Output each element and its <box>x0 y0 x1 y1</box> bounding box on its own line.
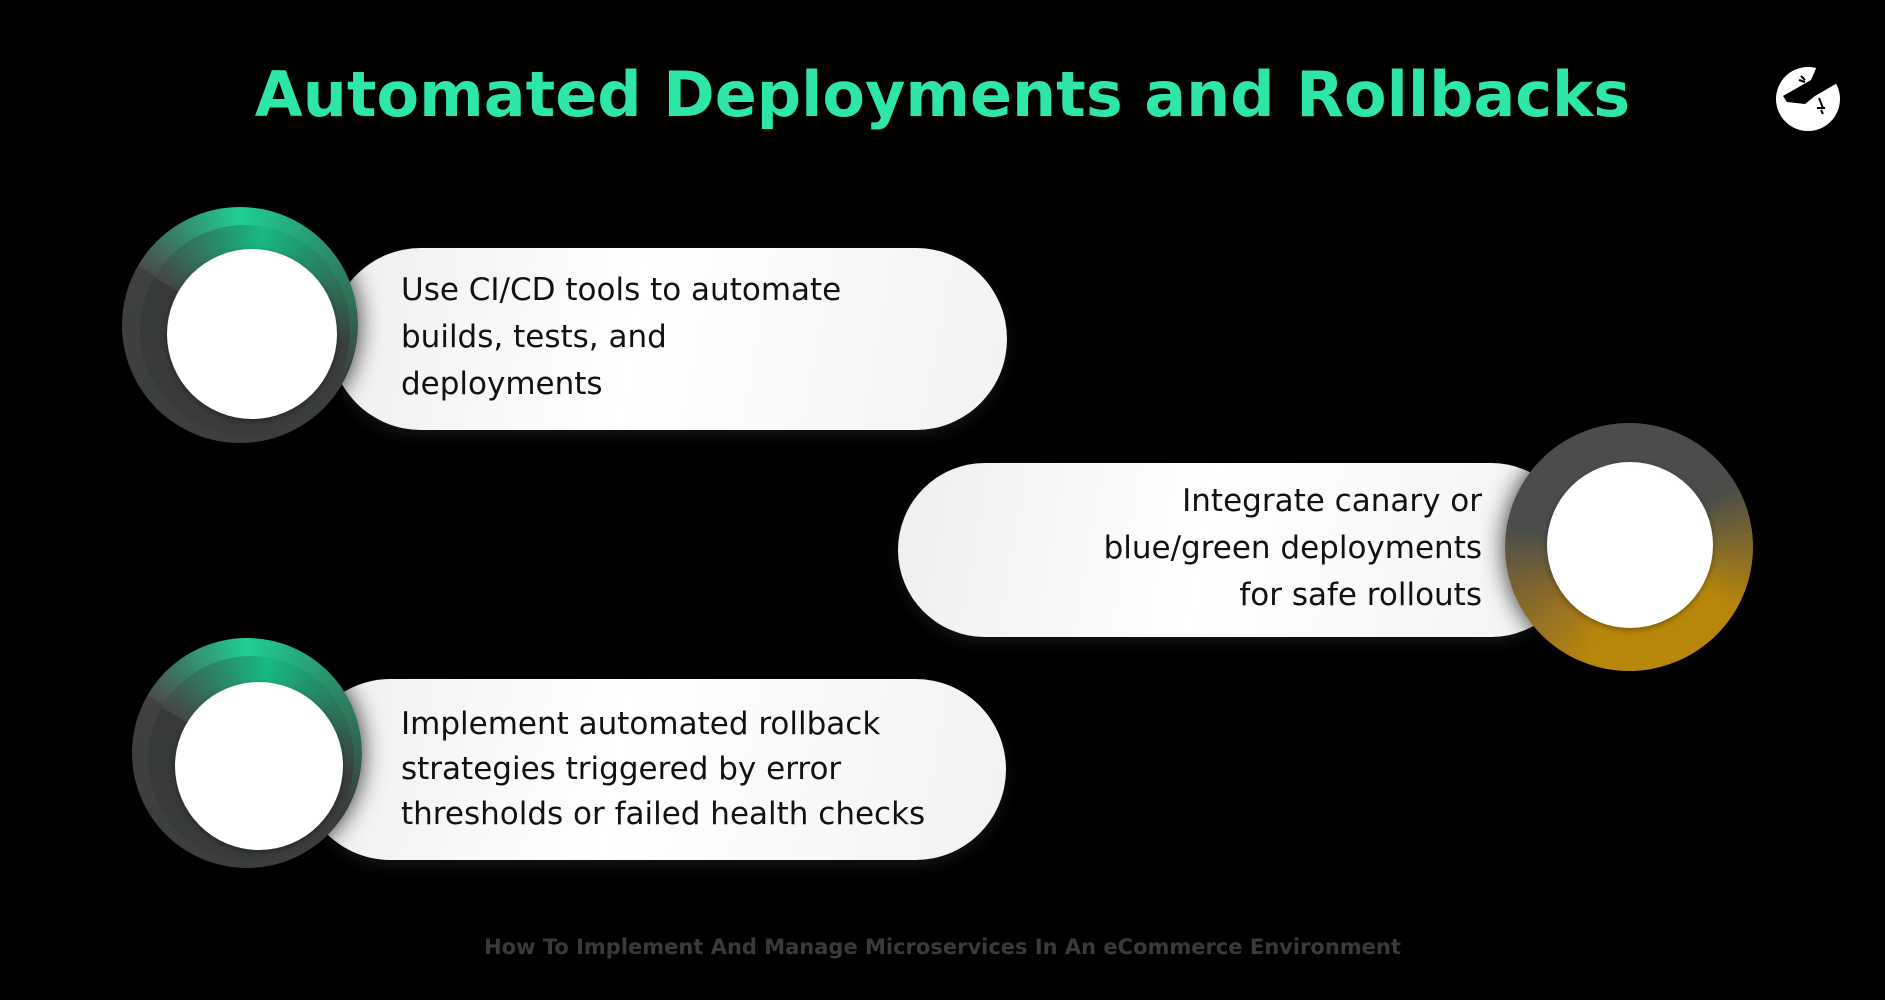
gecko-logo-icon <box>1776 66 1841 131</box>
card-1-line: builds, tests, and <box>401 319 667 355</box>
card-3-text: Implement automated rollback strategies … <box>401 702 925 837</box>
card-1-text: Use CI/CD tools to automate builds, test… <box>401 267 841 408</box>
card-2-line: blue/green deployments <box>1103 530 1482 566</box>
card-1-circle <box>167 249 337 419</box>
card-3-pill <box>300 679 1006 860</box>
card-2-line: Integrate canary or <box>1182 483 1482 519</box>
card-1-line: deployments <box>401 366 603 402</box>
page-title: Automated Deployments and Rollbacks <box>254 58 1631 131</box>
card-3-line: thresholds or failed health checks <box>401 796 926 832</box>
footer-caption: How To Implement And Manage Microservice… <box>484 935 1401 959</box>
card-3-circle <box>175 682 343 850</box>
card-2-circle <box>1547 462 1713 628</box>
card-1-line: Use CI/CD tools to automate <box>401 272 842 308</box>
card-2-text: Integrate canary or blue/green deploymen… <box>1104 478 1482 619</box>
card-1-pill <box>330 248 1007 430</box>
card-3-line: strategies triggered by error <box>401 751 842 787</box>
card-2-pill <box>898 463 1578 637</box>
card-3-line: Implement automated rollback <box>401 706 881 742</box>
card-2-line: for safe rollouts <box>1239 577 1482 613</box>
